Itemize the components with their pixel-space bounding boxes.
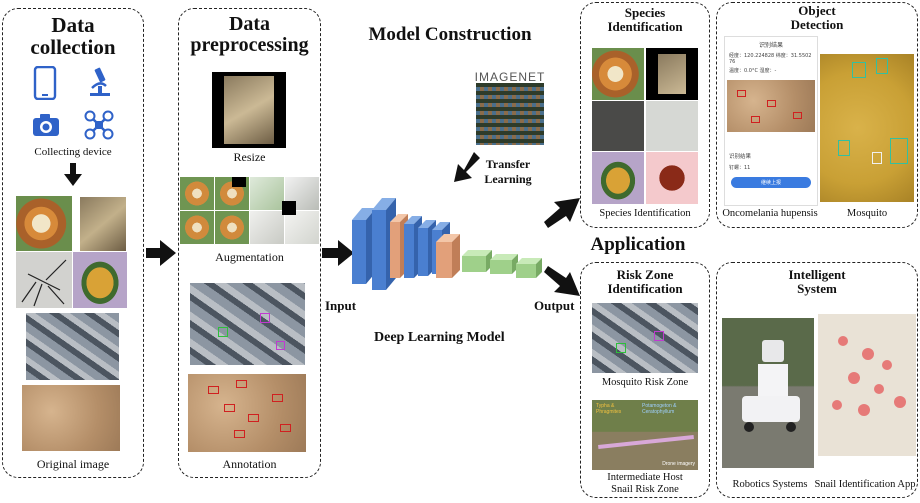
- risk-zone-panel: [580, 262, 710, 498]
- data-collection-title-line2: collection: [30, 35, 116, 60]
- imagenet-logo: IMAGENET: [474, 70, 546, 84]
- cnn-green-layers: [462, 250, 542, 278]
- typha-overlay: Typha & Phragmites: [596, 403, 622, 415]
- mosquito-risk-image: [592, 303, 698, 373]
- augmentation-grid: [180, 177, 319, 244]
- species-grid: [592, 48, 698, 204]
- risk-zone-title-line1: Risk Zone: [616, 267, 674, 282]
- preprocessing-panel: [178, 8, 321, 478]
- microscope-icon: [90, 67, 110, 96]
- mosquito-detection-image: [820, 54, 914, 202]
- snail-risk-caption: Intermediate Host Snail Risk Zone: [580, 472, 710, 496]
- sand-annotated-photo: [188, 374, 306, 452]
- aerial-photo: [26, 313, 119, 380]
- mosquito-caption: Mosquito: [846, 208, 888, 219]
- input-label: Input: [325, 298, 357, 313]
- preprocessing-title-line1: Data: [228, 13, 271, 35]
- snail-risk-image: Typha & Phragmites Potamogeton & Ceratop…: [592, 400, 698, 470]
- intelligent-system-title: Intelligent System: [716, 268, 918, 295]
- aerial-annotated-photo: [190, 283, 305, 365]
- app-snail-count: 钉螺：11: [729, 165, 751, 171]
- application-label: Application: [590, 234, 686, 255]
- down-arrow-shaft: [70, 163, 76, 175]
- preprocessing-title-line2: preprocessing: [190, 34, 309, 56]
- intelligent-system-title-line1: Intelligent: [788, 267, 846, 282]
- camera-icon: [33, 114, 59, 136]
- collecting-device-caption: Collecting device: [34, 146, 112, 158]
- species-caption: Species Identification: [599, 208, 691, 219]
- annotation-caption: Annotation: [222, 457, 277, 471]
- snail-app-caption: Snail Identification App: [814, 479, 916, 490]
- cnn-blue-layers: [352, 198, 396, 290]
- snail-app-screenshot: 识别结果 经度：120.224828 纬度：31.5502 76 温度：0.0°…: [724, 36, 818, 206]
- snail-risk-caption-line2: Snail Risk Zone: [611, 484, 679, 496]
- app-coordinates: 经度：120.224828 纬度：31.5502 76: [729, 53, 812, 65]
- intelligent-system-title-line2: System: [797, 280, 837, 296]
- app-continue-button[interactable]: 继续上报: [731, 177, 811, 188]
- original-image-caption: Original image: [36, 457, 110, 471]
- risk-zone-title: Risk Zone Identification: [580, 268, 710, 295]
- potamogeton-overlay: Potamogeton & Ceratophyllum: [642, 403, 677, 415]
- transfer-line1: Transfer: [485, 157, 531, 171]
- intelligent-system-panel: [716, 262, 918, 498]
- data-collection-title: Data collection: [2, 14, 144, 58]
- output-label: Output: [534, 298, 575, 313]
- model-construction-title: Model Construction: [368, 24, 532, 45]
- species-title: Species Identification: [580, 6, 710, 33]
- imagenet-mosaic: [476, 83, 544, 145]
- snail-photo-2: [80, 197, 126, 251]
- output-arrow-icon: [544, 266, 580, 296]
- cnn-salmon-layer-2: [436, 234, 460, 278]
- snail-photo-1: [16, 196, 72, 251]
- species-identification-panel: [580, 2, 710, 228]
- down-arrow-icon: [64, 174, 82, 186]
- phone-icon: [33, 66, 57, 100]
- transfer-learning-label: Transfer Learning: [478, 157, 538, 187]
- beetle-photo: [73, 252, 127, 308]
- mosquito-photo: [16, 252, 72, 308]
- robot-image: [722, 318, 814, 468]
- species-title-line1: Species: [624, 5, 666, 20]
- object-detection-title: Object Detection: [716, 4, 918, 31]
- object-detection-title-line1: Object: [798, 3, 836, 18]
- data-collection-panel: [2, 8, 144, 478]
- right-arrow-icon: [146, 240, 176, 266]
- input-arrow-icon: [322, 240, 354, 266]
- data-collection-title-line1: Data: [51, 13, 95, 37]
- app-result-heading: 识别结果: [729, 154, 752, 160]
- app-header: 识别结果: [758, 42, 783, 49]
- resize-photo: [212, 72, 286, 148]
- app-sand-image: [727, 80, 815, 132]
- species-title-line2: Identification: [607, 18, 683, 34]
- snail-risk-caption-line1: Intermediate Host: [607, 472, 683, 483]
- resize-caption: Resize: [233, 150, 266, 164]
- transfer-line2: Learning: [484, 172, 532, 186]
- cnn-architecture: [352, 198, 542, 290]
- mosquito-risk-caption: Mosquito Risk Zone: [601, 377, 689, 388]
- object-detection-title-line2: Detection: [790, 16, 844, 32]
- drone-icon: [84, 110, 114, 140]
- robotics-caption: Robotics Systems: [732, 479, 808, 490]
- preprocessing-title: Data preprocessing: [178, 14, 321, 56]
- risk-zone-title-line2: Identification: [607, 280, 683, 296]
- sand-photo: [22, 385, 120, 451]
- snail-app-map: [818, 300, 916, 470]
- augmentation-caption: Augmentation: [215, 250, 284, 264]
- oncomelania-caption: Oncomelania hupensis: [722, 208, 818, 219]
- app-temperature: 温度：0.0°C 湿度：-: [729, 68, 777, 74]
- drone-imagery-overlay: Drone imagery: [662, 461, 695, 467]
- transfer-arrow-icon: [454, 152, 480, 182]
- species-arrow-icon: [544, 198, 580, 228]
- object-detection-panel: [716, 2, 918, 228]
- deep-learning-model-label: Deep Learning Model: [374, 330, 505, 345]
